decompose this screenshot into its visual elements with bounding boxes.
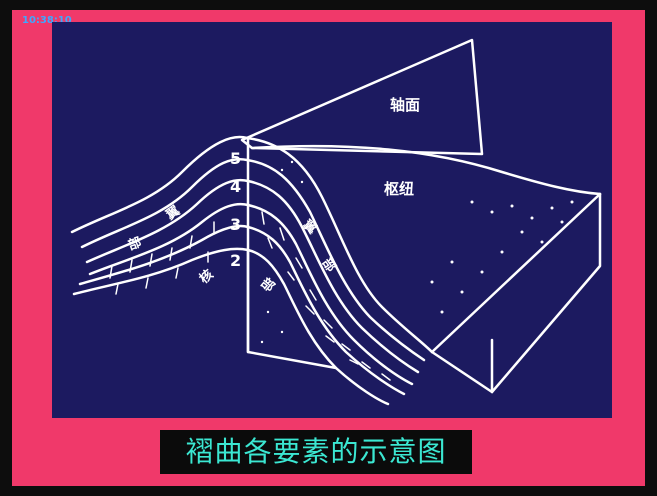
layer-number-5: 5 [230, 149, 241, 168]
fold-drawing: 轴面 枢纽 5 4 3 2 翼 部 翼 部 核 部 [70, 38, 602, 406]
layer-number-2: 2 [230, 251, 241, 270]
left-limb-char-2: 部 [126, 234, 144, 253]
axial-plane [240, 38, 484, 156]
timestamp: 10:38:10 [22, 15, 72, 26]
layer-4 [85, 178, 420, 374]
layer-3 [88, 202, 414, 386]
block-top-edge [430, 192, 602, 354]
core-char-1: 核 [196, 266, 216, 287]
block-right-edge [490, 192, 602, 394]
layer-5-inner [80, 158, 426, 362]
brick-marks [109, 211, 391, 381]
right-limb-char-1: 翼 [299, 217, 319, 237]
diagram-caption: 褶曲各要素的示意图 [160, 430, 472, 474]
layer-2 [78, 224, 406, 396]
layer-5-outer [70, 135, 434, 354]
stipple [260, 160, 574, 344]
label-axial-plane: 轴面 [390, 96, 420, 114]
label-hinge: 枢纽 [384, 180, 414, 198]
block-front-edge [430, 338, 494, 394]
hinge-back-edge [250, 144, 602, 196]
layer-number-4: 4 [230, 177, 241, 196]
core-char-2: 部 [257, 275, 277, 296]
fold-diagram: 轴面 枢纽 5 4 3 2 翼 部 翼 部 核 部 [52, 22, 612, 418]
right-limb-char-2: 部 [319, 255, 340, 275]
layer-number-3: 3 [230, 215, 241, 234]
